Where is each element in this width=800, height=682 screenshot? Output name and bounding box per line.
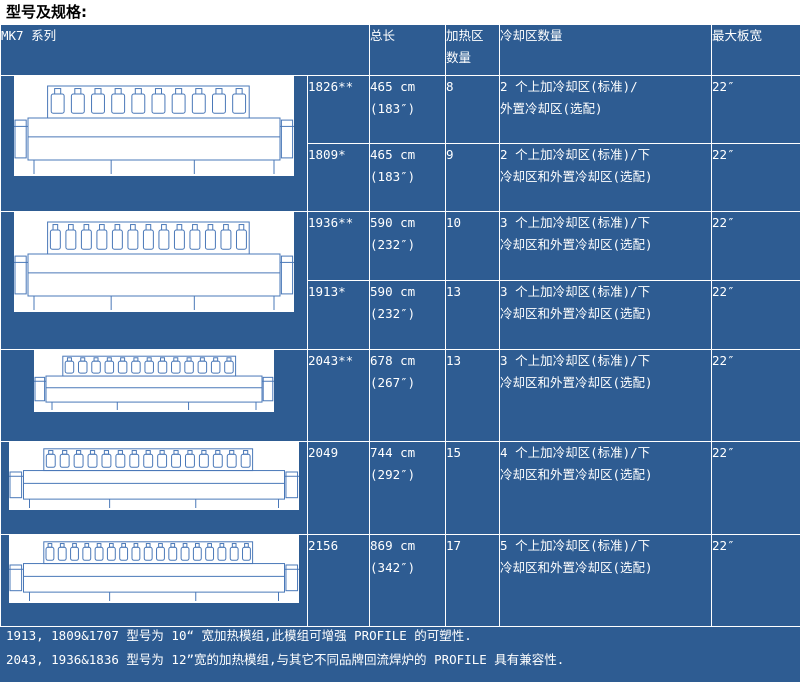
heating-cell: 13 xyxy=(445,280,501,350)
oven-drawing xyxy=(9,442,299,510)
heating-cell: 15 xyxy=(445,441,501,535)
length-cell: 465 cm (183″) xyxy=(369,75,447,144)
length-in: (183″) xyxy=(370,101,416,116)
heating-cell: 9 xyxy=(445,143,501,212)
length-cm: 590 cm xyxy=(370,284,416,299)
oven-drawing xyxy=(9,535,299,603)
model-cell: 2049 xyxy=(306,441,371,535)
table-row: 2043** 678 cm (267″) 13 3 个上加冷却区(标准)/下 冷… xyxy=(0,349,800,442)
max-width-cell: 22″ xyxy=(711,75,800,144)
cooling-line2: 冷却区和外置冷却区(选配) xyxy=(500,467,653,482)
cooling-cell: 3 个上加冷却区(标准)/下 冷却区和外置冷却区(选配) xyxy=(499,349,713,442)
oven-drawing-2043 xyxy=(0,349,308,442)
table-row: 2049 744 cm (292″) 15 4 个上加冷却区(标准)/下 冷却区… xyxy=(0,441,800,535)
cooling-line1: 3 个上加冷却区(标准)/下 xyxy=(500,215,651,230)
table-row: 2156 869 cm (342″) 17 5 个上加冷却区(标准)/下 冷却区… xyxy=(0,534,800,627)
length-cm: 465 cm xyxy=(370,79,416,94)
model-cell: 1809* xyxy=(306,143,371,212)
footnote: 1913, 1809&1707 型号为 10“ 宽加热模组,此模组可增强 PRO… xyxy=(6,628,472,643)
cooling-cell: 3 个上加冷却区(标准)/下 冷却区和外置冷却区(选配) xyxy=(499,280,713,350)
max-width-cell: 22″ xyxy=(711,349,800,442)
length-cm: 678 cm xyxy=(370,353,416,368)
header-heating-line1: 加热区 xyxy=(446,28,484,43)
table-row: 1936** 590 cm (232″) 10 3 个上加冷却区(标准)/下 冷… xyxy=(0,211,800,350)
cooling-line1: 3 个上加冷却区(标准)/下 xyxy=(500,284,651,299)
cooling-line2: 冷却区和外置冷却区(选配) xyxy=(500,306,653,321)
oven-drawing-1936-1913 xyxy=(0,211,308,350)
header-cooling-zones: 冷却区数量 xyxy=(499,24,713,76)
spec-panel: MK7 系列 总长 加热区 数量 冷却区数量 最大板宽 1826** 465 c… xyxy=(0,24,800,682)
cooling-cell: 4 个上加冷却区(标准)/下 冷却区和外置冷却区(选配) xyxy=(499,441,713,535)
length-in: (292″) xyxy=(370,467,416,482)
max-width-cell: 22″ xyxy=(711,280,800,350)
length-in: (267″) xyxy=(370,375,416,390)
cooling-cell: 3 个上加冷却区(标准)/下 冷却区和外置冷却区(选配) xyxy=(499,211,713,281)
cooling-line1: 4 个上加冷却区(标准)/下 xyxy=(500,445,651,460)
length-cell: 590 cm (232″) xyxy=(369,211,447,281)
header-row: MK7 系列 总长 加热区 数量 冷却区数量 最大板宽 xyxy=(0,24,800,76)
length-in: (232″) xyxy=(370,237,416,252)
length-in: (342″) xyxy=(370,560,416,575)
page-heading: 型号及规格: xyxy=(6,3,87,21)
heating-cell: 13 xyxy=(445,349,501,442)
heating-cell: 17 xyxy=(445,534,501,627)
cooling-line1: 5 个上加冷却区(标准)/下 xyxy=(500,538,651,553)
length-cell: 744 cm (292″) xyxy=(369,441,447,535)
cooling-line1: 2 个上加冷却区(标准)/ xyxy=(500,79,638,94)
cooling-line2: 外置冷却区(选配) xyxy=(500,101,603,116)
cooling-cell: 2 个上加冷却区(标准)/下 冷却区和外置冷却区(选配) xyxy=(499,143,713,212)
oven-drawing xyxy=(14,212,294,312)
model-cell: 1913* xyxy=(306,280,371,350)
footnotes: 1913, 1809&1707 型号为 10“ 宽加热模组,此模组可增强 PRO… xyxy=(6,624,796,672)
length-cell: 678 cm (267″) xyxy=(369,349,447,442)
length-cm: 744 cm xyxy=(370,445,416,460)
oven-drawing-2049 xyxy=(0,441,308,535)
footnote: 2043, 1936&1836 型号为 12”宽的加热模组,与其它不同品牌回流焊… xyxy=(6,652,565,667)
heating-cell: 10 xyxy=(445,211,501,281)
model-cell: 1826** xyxy=(306,75,371,144)
cooling-cell: 2 个上加冷却区(标准)/ 外置冷却区(选配) xyxy=(499,75,713,144)
max-width-cell: 22″ xyxy=(711,441,800,535)
max-width-cell: 22″ xyxy=(711,143,800,212)
length-cm: 869 cm xyxy=(370,538,416,553)
length-cell: 465 cm (183″) xyxy=(369,143,447,212)
header-length: 总长 xyxy=(369,24,447,76)
cooling-line2: 冷却区和外置冷却区(选配) xyxy=(500,169,653,184)
length-cm: 590 cm xyxy=(370,215,416,230)
model-cell: 1936** xyxy=(306,211,371,281)
table-row: 1826** 465 cm (183″) 8 2 个上加冷却区(标准)/ 外置冷… xyxy=(0,75,800,212)
spec-table: MK7 系列 总长 加热区 数量 冷却区数量 最大板宽 1826** 465 c… xyxy=(0,24,800,627)
cooling-line1: 3 个上加冷却区(标准)/下 xyxy=(500,353,651,368)
length-in: (232″) xyxy=(370,306,416,321)
oven-drawing-2156 xyxy=(0,534,308,627)
model-cell: 2043** xyxy=(306,349,371,442)
cooling-line2: 冷却区和外置冷却区(选配) xyxy=(500,375,653,390)
length-cell: 590 cm (232″) xyxy=(369,280,447,350)
max-width-cell: 22″ xyxy=(711,534,800,627)
model-cell: 2156 xyxy=(306,534,371,627)
header-heating-line2: 数量 xyxy=(446,50,472,65)
cooling-line1: 2 个上加冷却区(标准)/下 xyxy=(500,147,651,162)
oven-drawing xyxy=(14,76,294,176)
max-width-cell: 22″ xyxy=(711,211,800,281)
header-max-width: 最大板宽 xyxy=(711,24,800,76)
heating-cell: 8 xyxy=(445,75,501,144)
oven-drawing xyxy=(34,350,274,412)
cooling-cell: 5 个上加冷却区(标准)/下 冷却区和外置冷却区(选配) xyxy=(499,534,713,627)
length-cell: 869 cm (342″) xyxy=(369,534,447,627)
table-row: 1913* 590 cm (232″) 13 3 个上加冷却区(标准)/下 冷却… xyxy=(1,280,800,350)
header-heating-zones: 加热区 数量 xyxy=(445,24,501,76)
header-series: MK7 系列 xyxy=(0,24,371,76)
table-row: 1809* 465 cm (183″) 9 2 个上加冷却区(标准)/下 冷却区… xyxy=(1,143,800,212)
oven-drawing-1826-1809 xyxy=(0,75,308,212)
length-in: (183″) xyxy=(370,169,416,184)
length-cm: 465 cm xyxy=(370,147,416,162)
cooling-line2: 冷却区和外置冷却区(选配) xyxy=(500,560,653,575)
cooling-line2: 冷却区和外置冷却区(选配) xyxy=(500,237,653,252)
